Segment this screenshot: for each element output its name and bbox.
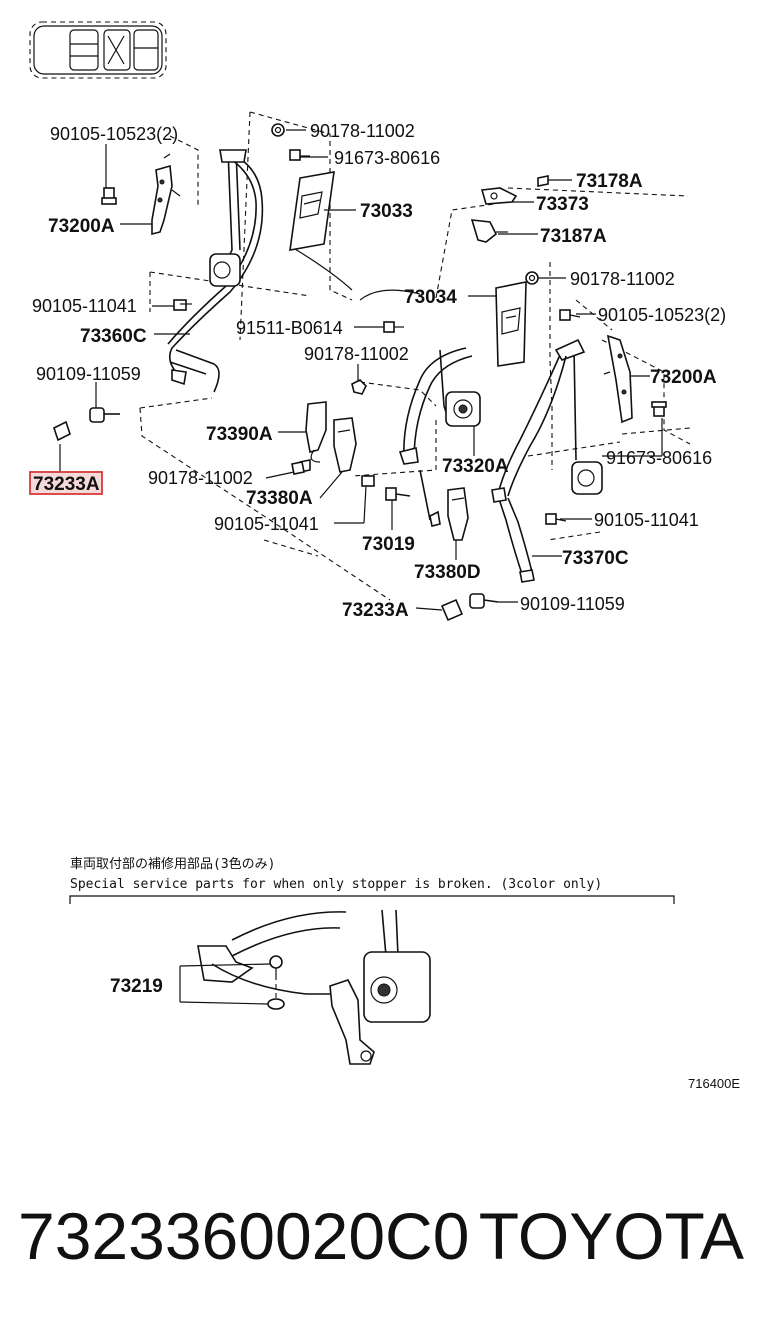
- part-number: 7323360020C0: [18, 1199, 470, 1273]
- label-73390A: 73390A: [206, 424, 273, 445]
- label-73033: 73033: [360, 201, 413, 222]
- buckle-73390A: [299, 401, 327, 473]
- nut-mid: [351, 379, 367, 395]
- label-73219: 73219: [110, 976, 163, 997]
- bolt-left-mid: [173, 299, 192, 311]
- bolt-right-upper: [559, 309, 581, 321]
- label-90105-11041-right: 90105-11041: [594, 510, 699, 530]
- nut-low: [291, 461, 305, 475]
- label-90105-11041-left: 90105-11041: [32, 296, 137, 316]
- bolt-top: [289, 149, 310, 161]
- bracket-73187A: [470, 219, 508, 243]
- clip-73178A: [537, 175, 549, 187]
- label-91673-80616-right: 91673-80616: [606, 448, 712, 468]
- body-outline: [139, 111, 691, 601]
- label-91673-80616-top: 91673-80616: [334, 148, 440, 168]
- bolt-left-upper: [101, 187, 117, 205]
- label-73380D: 73380D: [414, 562, 481, 583]
- label-73370C: 73370C: [562, 548, 629, 569]
- leader-lines: [59, 129, 663, 611]
- cover-73033: [289, 171, 335, 251]
- parts-diagram: 90105-10523(2) 73200A 90105-11041 73360C…: [29, 21, 740, 1091]
- label-73187A: 73187A: [540, 226, 607, 247]
- label-90178-11002-low: 90178-11002: [148, 468, 253, 488]
- seat-belt-left: [167, 149, 264, 393]
- bolt-left-lower: [89, 407, 120, 423]
- car-seat-layout-icon: [29, 21, 167, 79]
- anchor-bracket-left: [151, 153, 181, 236]
- note-bracket: [69, 895, 675, 904]
- buckle-73380A: [333, 417, 357, 473]
- cover-73034: [495, 281, 527, 367]
- bolt-center: [361, 475, 375, 487]
- inset-detail: [179, 909, 431, 1065]
- label-73019: 73019: [362, 534, 415, 555]
- label-73233A-left: 73233A: [33, 474, 100, 495]
- label-73233A-bottom: 73233A: [342, 600, 409, 621]
- brand-name: TOYOTA: [478, 1199, 744, 1273]
- buckle-73380D: [447, 487, 469, 541]
- label-73200A-right: 73200A: [650, 367, 717, 388]
- nut-right: [525, 271, 539, 285]
- label-90105-10523-2-left: 90105-10523(2): [50, 124, 178, 144]
- label-73373: 73373: [536, 194, 589, 215]
- seat-belt-right: [491, 338, 603, 583]
- highlight-73233A[interactable]: 73233A: [29, 471, 103, 495]
- note-japanese: 車両取付部の補修用部品(3色のみ): [70, 856, 275, 872]
- label-91511-B0614: 91511-B0614: [236, 318, 343, 338]
- screw-91511: [383, 321, 404, 333]
- nut-top: [271, 123, 285, 137]
- label-90178-11002-mid: 90178-11002: [304, 344, 409, 364]
- bolt-bottom: [469, 593, 499, 609]
- label-73034: 73034: [404, 287, 457, 308]
- bolt-73019: [385, 487, 411, 501]
- bolt-right-mid: [651, 401, 667, 417]
- label-73360C: 73360C: [80, 326, 147, 347]
- cover-73233A-left: [53, 420, 71, 442]
- cover-73233A-bottom: [440, 598, 464, 622]
- diagram-code: 716400E: [688, 1076, 740, 1091]
- retractor-73320A: [398, 347, 481, 527]
- label-73380A: 73380A: [246, 488, 313, 509]
- bolt-right-lower: [545, 513, 567, 525]
- label-90178-11002-top: 90178-11002: [310, 121, 415, 141]
- label-90109-11059-left: 90109-11059: [36, 364, 141, 384]
- label-73178A: 73178A: [576, 171, 643, 192]
- note-english: Special service parts for when only stop…: [70, 877, 602, 892]
- label-90105-10523-2-right: 90105-10523(2): [598, 305, 726, 325]
- label-90109-11059-bottom: 90109-11059: [520, 594, 625, 614]
- label-90178-11002-right: 90178-11002: [570, 269, 675, 289]
- anchor-bracket-right: [603, 334, 633, 424]
- label-90105-11041-center: 90105-11041: [214, 514, 319, 534]
- guide-73373: [480, 187, 518, 205]
- label-73200A-left: 73200A: [48, 216, 115, 237]
- label-73320A: 73320A: [442, 456, 509, 477]
